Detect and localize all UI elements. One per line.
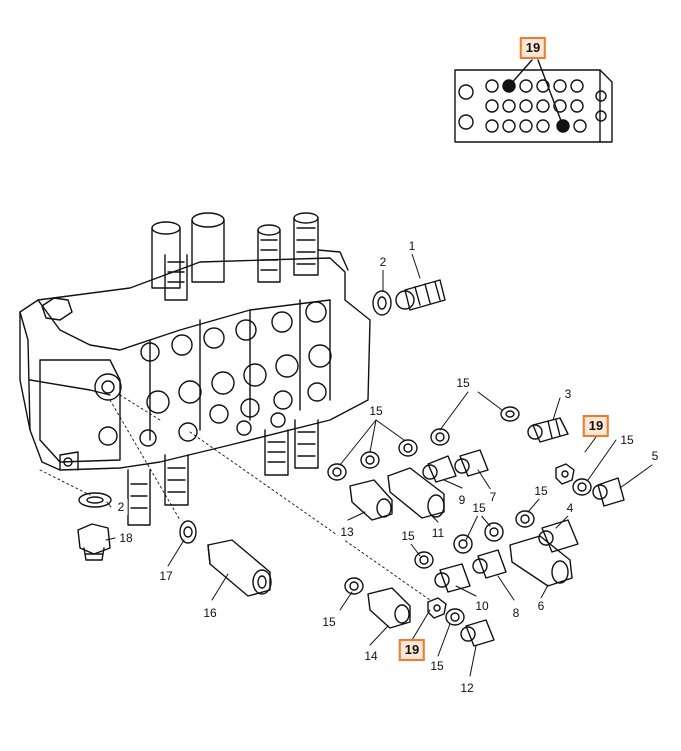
part-19-nut-right — [555, 463, 575, 485]
callout-12: 12 — [457, 680, 477, 696]
control-valve-body — [19, 212, 371, 526]
callout-2-lower: 2 — [114, 499, 128, 515]
part-10-adaptor — [434, 563, 471, 593]
callout-15-h: 15 — [427, 658, 447, 674]
part-6-fitting — [509, 535, 573, 587]
spool-ends — [127, 419, 319, 526]
inset-port-holes — [485, 79, 607, 133]
part-8-adaptor — [472, 549, 507, 579]
part-9-adaptor — [422, 455, 457, 483]
callout-17: 17 — [156, 568, 176, 584]
part-15-washers-center — [327, 439, 504, 626]
callout-18: 18 — [116, 530, 136, 546]
part-2-washer-lower — [78, 492, 112, 508]
part-15-washer-right — [572, 478, 592, 496]
callout-2-upper: 2 — [376, 254, 390, 270]
callout-6: 6 — [534, 598, 548, 614]
part-11-coupling — [387, 467, 445, 519]
part-4-adaptor — [538, 519, 579, 553]
callout-9: 9 — [455, 492, 469, 508]
callout-1: 1 — [405, 238, 419, 254]
callout-10: 10 — [472, 598, 492, 614]
callout-15-b: 15 — [366, 403, 386, 419]
part-18-plug — [77, 523, 111, 561]
part-14-fitting — [367, 587, 411, 629]
callout-15-g: 15 — [319, 614, 339, 630]
highlight-callout-19-inset[interactable]: 19 — [519, 37, 547, 59]
callout-8: 8 — [509, 605, 523, 621]
callout-14: 14 — [361, 648, 381, 664]
part-16-coupling — [207, 539, 272, 597]
valve-front-ports — [139, 301, 332, 447]
callout-7: 7 — [486, 489, 500, 505]
callout-15-f: 15 — [398, 528, 418, 544]
callout-15-e: 15 — [469, 500, 489, 516]
part-2-washer — [372, 290, 392, 316]
part-19-nut-lower — [427, 597, 447, 619]
relief-valve-cartridges — [151, 212, 349, 301]
part-13-fitting — [349, 479, 393, 521]
part-5-adaptor — [592, 477, 625, 507]
inset-port-face — [454, 59, 613, 143]
highlight-callout-19-lower[interactable]: 19 — [398, 639, 426, 661]
part-17-washer — [179, 520, 197, 544]
part-15-washer-mid-right — [515, 510, 535, 528]
part-1-adaptor — [395, 279, 446, 311]
highlight-callout-19-right[interactable]: 19 — [582, 415, 610, 437]
callout-15-d: 15 — [531, 483, 551, 499]
callout-5: 5 — [648, 448, 662, 464]
part-3-adaptor — [527, 417, 569, 443]
callout-13: 13 — [337, 524, 357, 540]
callout-11: 11 — [428, 525, 448, 541]
callout-15-a: 15 — [453, 375, 473, 391]
callout-15-c: 15 — [617, 432, 637, 448]
part-12-adaptor — [460, 619, 495, 647]
part-15-washer-top — [430, 406, 520, 446]
callout-4: 4 — [563, 500, 577, 516]
callout-3: 3 — [561, 386, 575, 402]
callout-16: 16 — [200, 605, 220, 621]
assembly-centre-lines — [39, 394, 431, 601]
part-7-adaptor — [454, 449, 489, 477]
